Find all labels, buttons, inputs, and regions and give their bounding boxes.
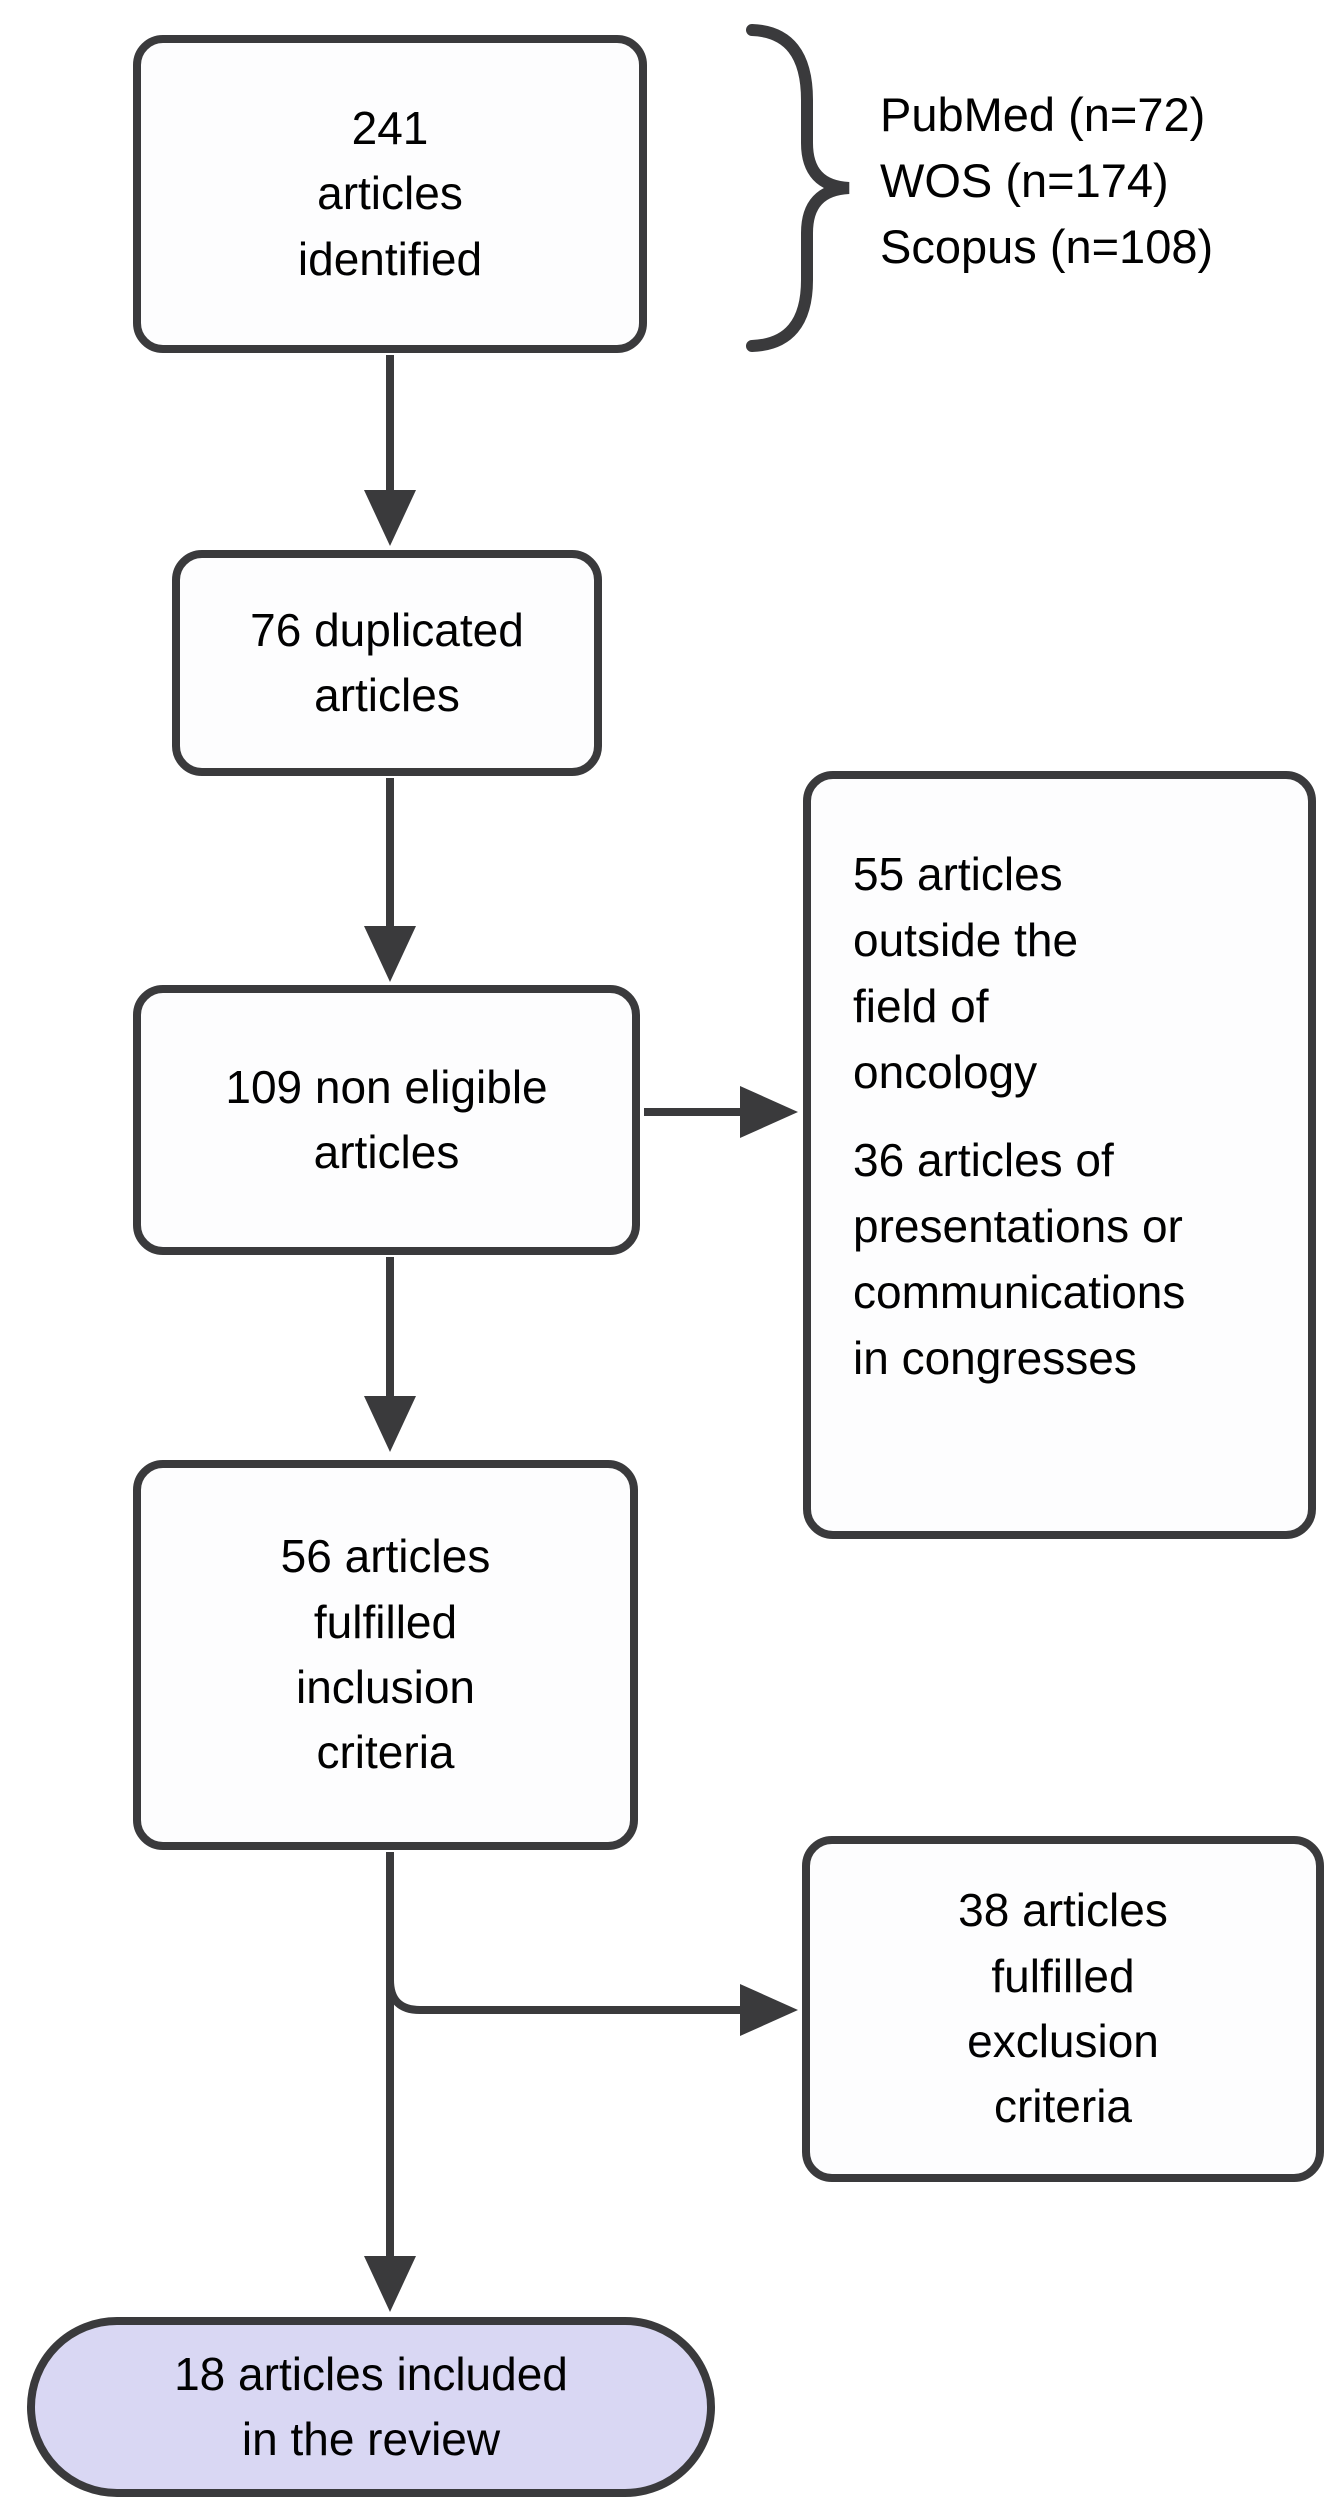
node-identified-label: 241 articles identified [297, 102, 483, 285]
node-exclusion-label: 38 articles fulfilled exclusion criteria [958, 1884, 1168, 2133]
node-inclusion: 56 articles fulfilled inclusion criteria [133, 1460, 638, 1850]
sources-list: PubMed (n=72) WOS (n=174) Scopus (n=108) [880, 88, 1214, 273]
node-non-eligible: 109 non eligible articles [133, 985, 640, 1255]
node-duplicated-label: 76 duplicated articles [250, 603, 524, 721]
node-duplicated: 76 duplicated articles [172, 550, 602, 776]
node-identified: 241 articles identified [133, 35, 647, 353]
node-included: 18 articles included in the review [27, 2317, 715, 2497]
arrow-non-eligible-to-inclusion [364, 1257, 416, 1452]
arrow-inclusion-to-included [364, 1852, 416, 2312]
node-included-label: 18 articles included in the review [174, 2347, 568, 2465]
arrow-branch-to-exclusion [386, 1979, 798, 2036]
reason-congress-label: 36 articles of presentations or communic… [853, 1134, 1186, 1384]
arrow-identified-to-duplicated [364, 355, 416, 546]
node-exclusion: 38 articles fulfilled exclusion criteria [802, 1836, 1324, 2182]
arrow-non-eligible-to-reasons [644, 1086, 798, 1138]
node-exclusion-reasons: 55 articles outside the field of oncolog… [803, 771, 1316, 1539]
reason-oncology-label: 55 articles outside the field of oncolog… [853, 848, 1079, 1098]
node-inclusion-label: 56 articles fulfilled inclusion criteria [280, 1530, 491, 1779]
node-non-eligible-label: 109 non eligible articles [225, 1060, 548, 1178]
brace-icon [746, 24, 850, 352]
arrow-duplicated-to-non-eligible [364, 778, 416, 982]
